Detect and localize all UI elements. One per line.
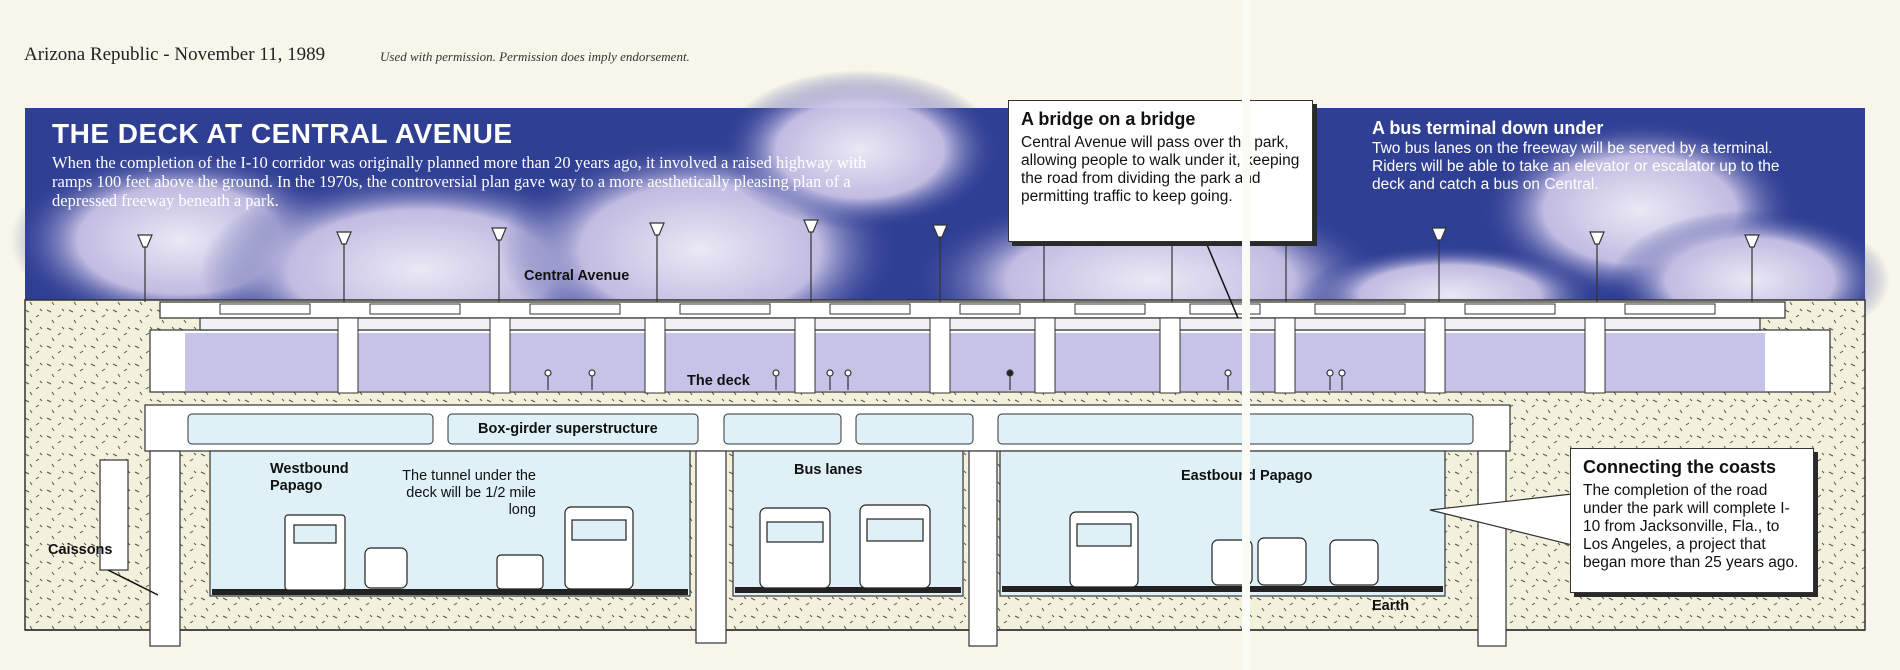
vehicles: [284, 504, 1379, 591]
bus-2: [759, 507, 831, 589]
page-fold: [1242, 0, 1250, 670]
the-deck-label: The deck: [687, 373, 750, 389]
bridge-vents: [219, 303, 1716, 315]
box-girder-label: Box-girder superstructure: [478, 421, 658, 437]
central-avenue-label: Central Avenue: [524, 268, 630, 284]
bus-3: [859, 504, 931, 589]
bridge-columns: [337, 317, 1606, 394]
coasts-callout-body: The completion of the road under the par…: [1583, 482, 1799, 571]
bridge-callout-body: Central Avenue will pass over the park, …: [1021, 134, 1300, 205]
coasts-callout: Connecting the coasts The completion of …: [1570, 448, 1814, 593]
bus-4: [1069, 511, 1139, 588]
permission-note: Used with permission. Permission does im…: [380, 49, 690, 64]
caissons-pointer: [107, 569, 159, 596]
bus-1: [564, 506, 634, 590]
diagram-title: THE DECK AT CENTRAL AVENUE: [52, 118, 513, 149]
bridge-callout-title: A bridge on a bridge: [1021, 109, 1196, 129]
tunnel-note: The tunnel under the deck will be 1/2 mi…: [402, 468, 536, 518]
pedestrians: [544, 369, 1346, 390]
coasts-callout-title: Connecting the coasts: [1583, 457, 1777, 477]
bus-lanes-label: Bus lanes: [794, 462, 863, 478]
car-1: [364, 547, 408, 589]
car-3: [1257, 537, 1307, 586]
caissons-label: Caissons: [48, 542, 113, 558]
car-4: [1329, 539, 1379, 586]
bus-terminal-title: A bus terminal down under: [1372, 118, 1604, 138]
intro-text: When the completion of the I-10 corridor…: [52, 153, 867, 210]
westbound-label: Westbound Papago: [270, 461, 349, 494]
earth-label: Earth: [1372, 598, 1410, 614]
bus-terminal-body: Two bus lanes on the freeway will be ser…: [1372, 140, 1780, 193]
bridge-callout: A bridge on a bridge Central Avenue will…: [1008, 100, 1313, 242]
source-credit: Arizona Republic - November 11, 1989: [24, 44, 326, 65]
jeep: [496, 554, 544, 590]
